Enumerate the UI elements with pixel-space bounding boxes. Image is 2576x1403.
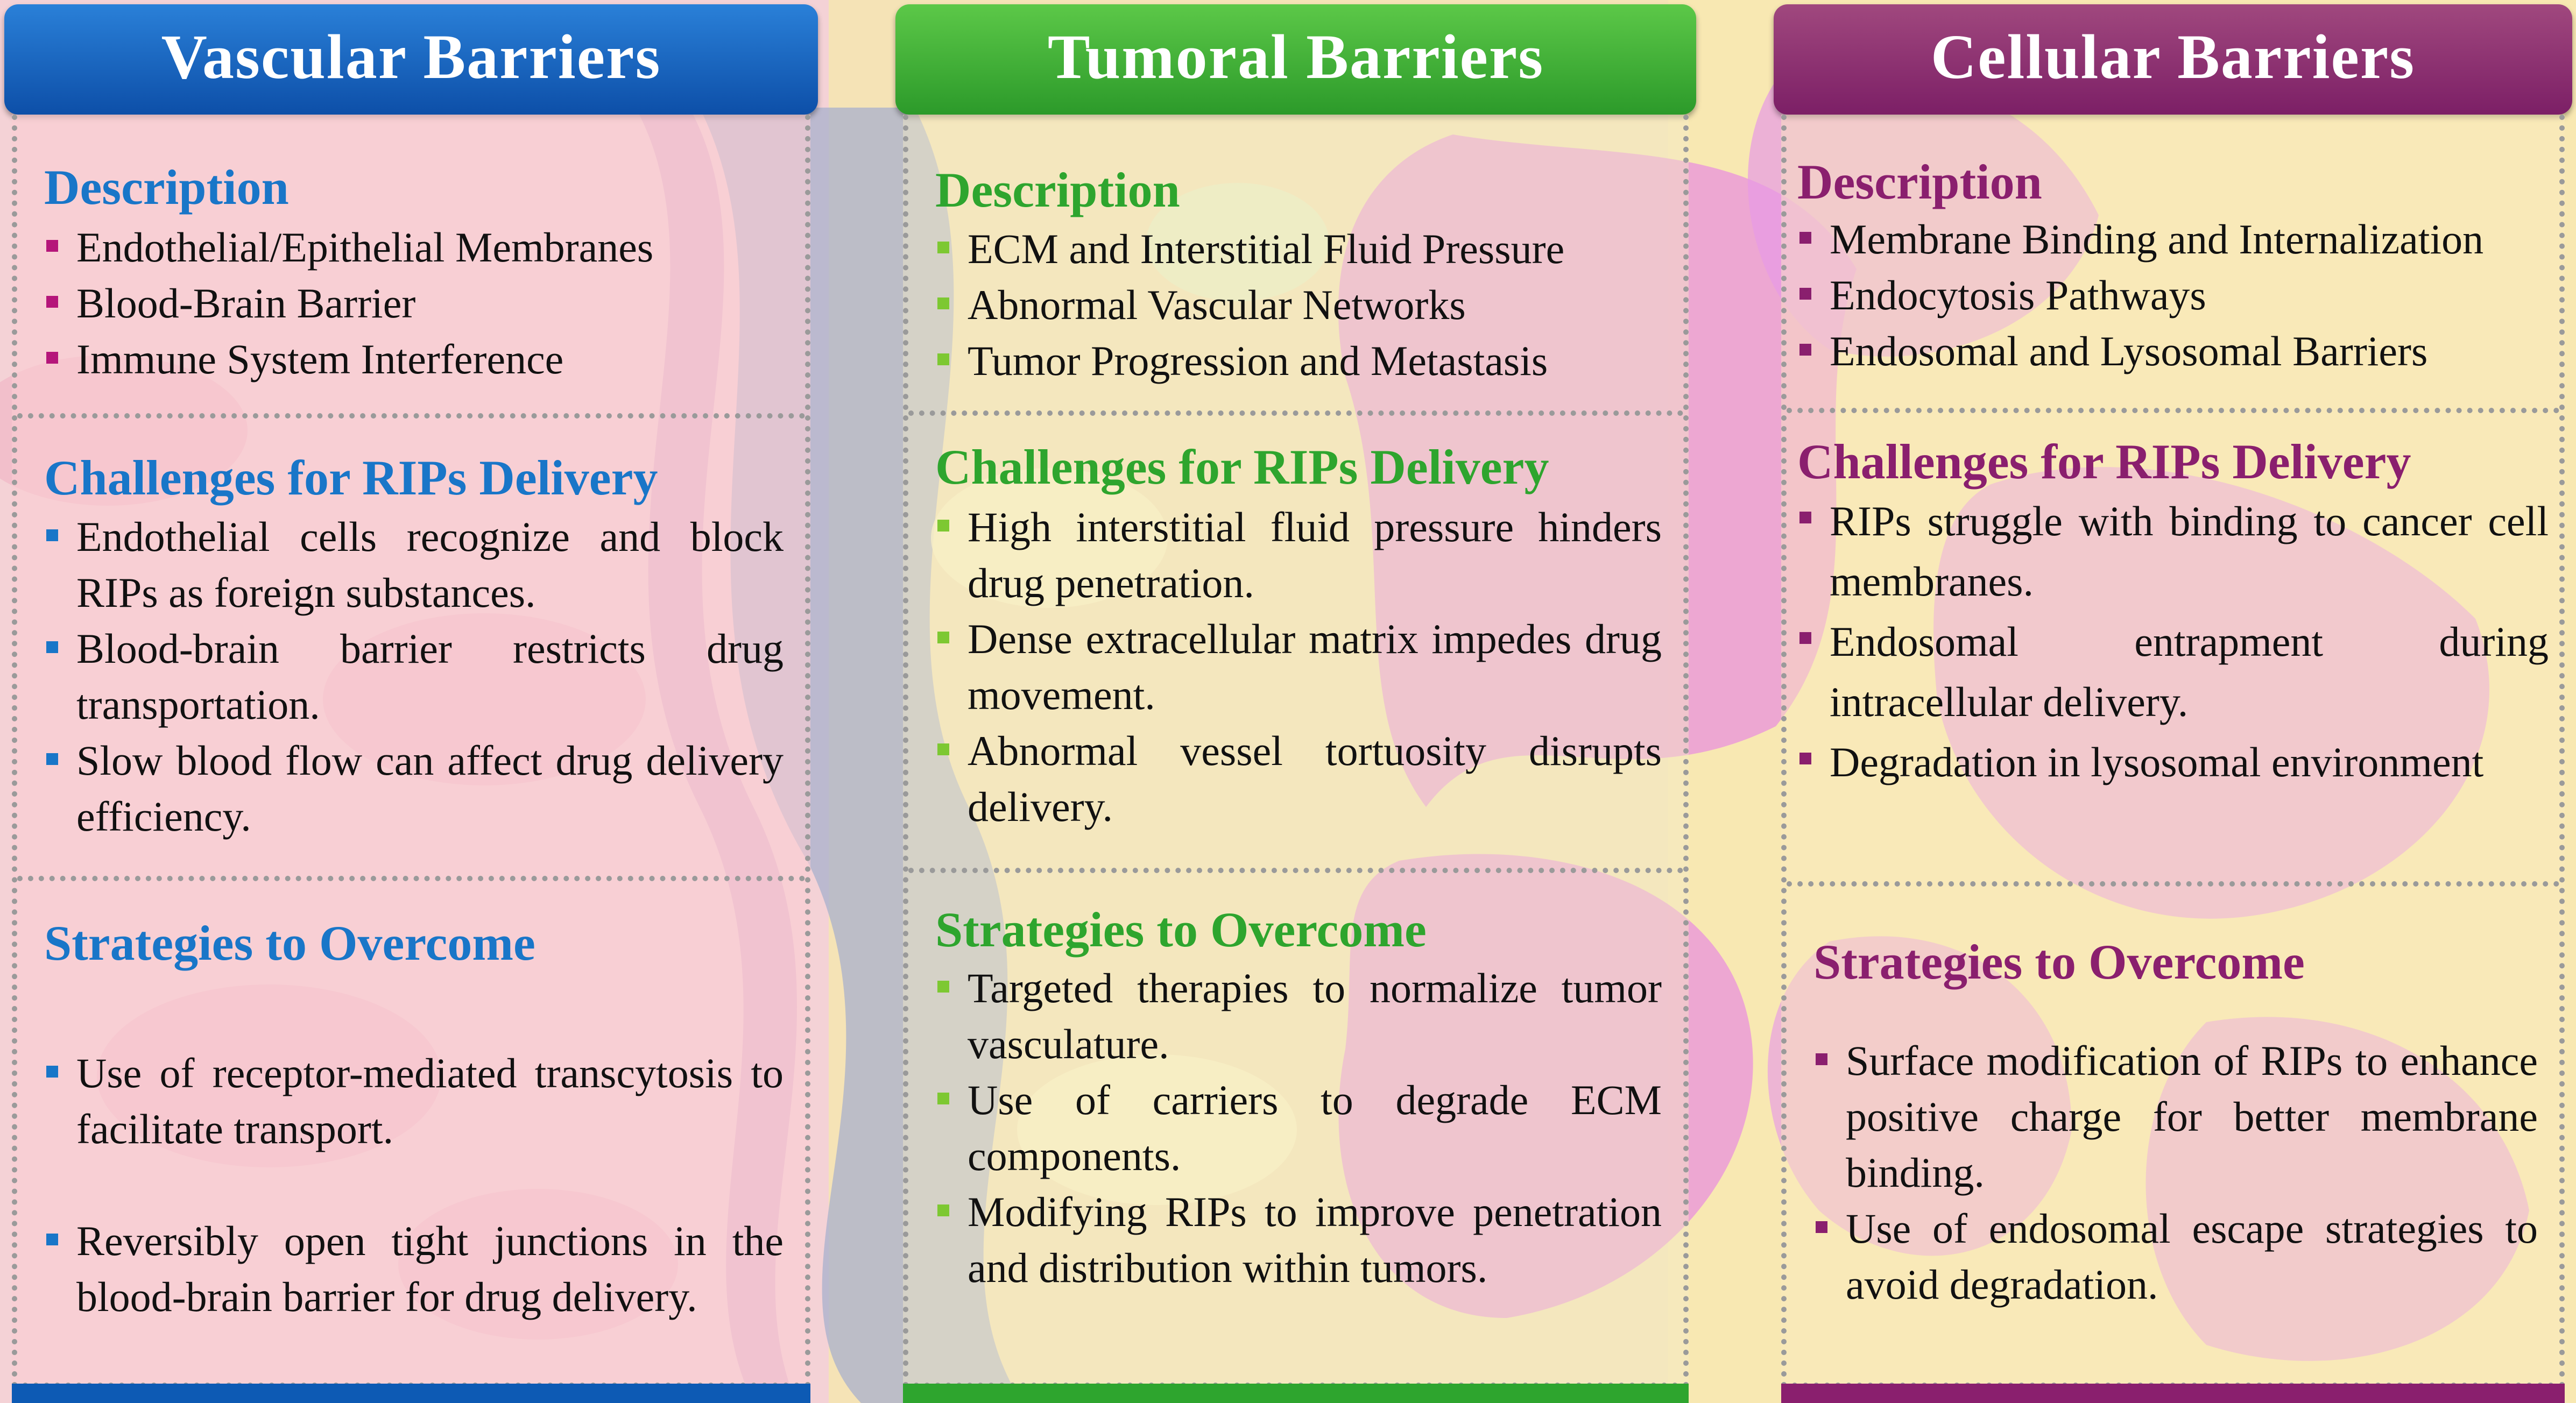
tumoral-strategies-section: Strategies to Overcome Targeted therapie… (908, 873, 1683, 1383)
bullet-icon (1799, 512, 1811, 523)
cellular-strategies-section: Strategies to Overcome Surface modificat… (1787, 887, 2559, 1383)
tumoral-challenges-title: Challenges for RIPs Delivery (935, 440, 1549, 494)
vascular-description-list: Endothelial/Epithelial Membranes Blood-B… (44, 219, 784, 387)
vascular-strategies-title: Strategies to Overcome (44, 916, 535, 970)
vascular-strategies-section: Strategies to Overcome Use of receptor-m… (17, 881, 805, 1383)
list-item: Modifying RIPs to improve penetration an… (935, 1184, 1662, 1296)
vascular-barriers-column: Vascular Barriers Description Endothelia… (4, 4, 818, 1403)
list-item: Immune System Interference (44, 331, 784, 387)
bullet-icon (937, 297, 949, 309)
tumoral-description-title: Description (935, 162, 1180, 217)
cellular-strategies-title: Strategies to Overcome (1813, 934, 2305, 989)
bullet-icon (937, 353, 949, 365)
list-item: Membrane Binding and Internalization (1797, 211, 2549, 267)
tumoral-challenges-list: High interstitial fluid pressure hinders… (935, 499, 1662, 835)
bullet-icon (1799, 753, 1811, 764)
bullet-icon (46, 529, 58, 541)
tumoral-barriers-column: Tumoral Barriers Description ECM and Int… (895, 4, 1696, 1403)
cellular-strategies-list: Surface modification of RIPs to enhance … (1813, 1033, 2538, 1313)
list-item: Surface modification of RIPs to enhance … (1813, 1033, 2538, 1201)
cellular-barriers-column: Cellular Barriers Description Membrane B… (1774, 4, 2572, 1403)
list-item: Slow blood flow can affect drug delivery… (44, 733, 784, 845)
list-item: Tumor Progression and Metastasis (935, 333, 1662, 389)
bullet-icon (937, 1204, 949, 1216)
list-item: Use of receptor-mediated transcytosis to… (44, 1045, 784, 1157)
bullet-icon (46, 753, 58, 765)
vascular-challenges-title: Challenges for RIPs Delivery (44, 450, 658, 505)
list-item: Endocytosis Pathways (1797, 267, 2549, 323)
cellular-challenges-section: Challenges for RIPs Delivery RIPs strugg… (1787, 413, 2559, 881)
bullet-icon (937, 1093, 949, 1104)
list-item: Use of endosomal escape strategies to av… (1813, 1201, 2538, 1313)
cellular-description-section: Description Membrane Binding and Interna… (1787, 115, 2559, 408)
list-item: Endosomal entrapment during intracellula… (1797, 612, 2549, 732)
bullet-icon (937, 981, 949, 993)
bullet-icon (46, 641, 58, 653)
bullet-icon (937, 632, 949, 643)
list-item: Dense extracellular matrix impedes drug … (935, 611, 1662, 723)
bullet-icon (937, 743, 949, 755)
bullet-icon (1816, 1053, 1827, 1065)
cellular-challenges-list: RIPs struggle with binding to cancer cel… (1797, 491, 2549, 792)
vascular-header: Vascular Barriers (4, 4, 818, 115)
list-item: Abnormal Vascular Networks (935, 277, 1662, 333)
list-item: Endothelial cells recognize and block RI… (44, 509, 784, 621)
bullet-icon (46, 1234, 58, 1245)
bullet-icon (1816, 1221, 1827, 1233)
vascular-challenges-list: Endothelial cells recognize and block RI… (44, 509, 784, 845)
list-item: Degradation in lysosomal environment (1797, 732, 2549, 792)
vascular-challenges-section: Challenges for RIPs Delivery Endothelial… (17, 419, 805, 876)
tumoral-panel: Description ECM and Interstitial Fluid P… (903, 115, 1689, 1388)
list-item: Blood-brain barrier restricts drug trans… (44, 621, 784, 733)
bullet-icon (46, 352, 58, 364)
vascular-panel: Description Endothelial/Epithelial Membr… (12, 115, 810, 1388)
list-item: Reversibly open tight junctions in the b… (44, 1213, 784, 1325)
section-divider (1787, 408, 2559, 413)
bullet-icon (46, 1066, 58, 1078)
tumoral-header: Tumoral Barriers (895, 4, 1696, 115)
bullet-icon (46, 296, 58, 308)
tumoral-strategies-title: Strategies to Overcome (935, 902, 1427, 957)
vascular-footer-bar (12, 1384, 810, 1403)
tumoral-challenges-section: Challenges for RIPs Delivery High inters… (908, 416, 1683, 873)
bullet-icon (1799, 344, 1811, 356)
tumoral-strategies-list: Targeted therapies to normalize tumor va… (935, 960, 1662, 1296)
list-item: ECM and Interstitial Fluid Pressure (935, 221, 1662, 277)
list-item: RIPs struggle with binding to cancer cel… (1797, 491, 2549, 612)
list-item: Use of carriers to degrade ECM component… (935, 1072, 1662, 1184)
tumoral-description-list: ECM and Interstitial Fluid Pressure Abno… (935, 221, 1662, 389)
list-item: High interstitial fluid pressure hinders… (935, 499, 1662, 611)
cellular-header: Cellular Barriers (1774, 4, 2572, 115)
bullet-icon (1799, 288, 1811, 300)
section-divider (908, 868, 1683, 873)
bullet-icon (46, 240, 58, 252)
list-item: Targeted therapies to normalize tumor va… (935, 960, 1662, 1072)
bullet-icon (937, 242, 949, 253)
bullet-icon (1799, 232, 1811, 244)
vascular-description-title: Description (44, 160, 289, 215)
list-item: Endothelial/Epithelial Membranes (44, 219, 784, 275)
cellular-panel: Description Membrane Binding and Interna… (1781, 115, 2565, 1388)
list-item: Endosomal and Lysosomal Barriers (1797, 323, 2549, 379)
vascular-description-section: Description Endothelial/Epithelial Membr… (17, 115, 805, 416)
list-item: Abnormal vessel tortuosity disrupts deli… (935, 723, 1662, 835)
list-item: Blood-Brain Barrier (44, 275, 784, 331)
section-divider (17, 876, 805, 881)
cellular-challenges-title: Challenges for RIPs Delivery (1797, 434, 2411, 489)
tumoral-footer-bar (903, 1384, 1689, 1403)
tumoral-description-section: Description ECM and Interstitial Fluid P… (908, 115, 1683, 410)
section-divider (1787, 881, 2559, 887)
vascular-strategies-list: Use of receptor-mediated transcytosis to… (44, 1045, 784, 1325)
cellular-footer-bar (1781, 1384, 2565, 1403)
section-divider (908, 410, 1683, 416)
bullet-icon (1799, 632, 1811, 644)
bullet-icon (937, 520, 949, 532)
cellular-description-title: Description (1797, 154, 2042, 209)
cellular-description-list: Membrane Binding and Internalization End… (1797, 211, 2549, 379)
section-divider (17, 413, 805, 419)
